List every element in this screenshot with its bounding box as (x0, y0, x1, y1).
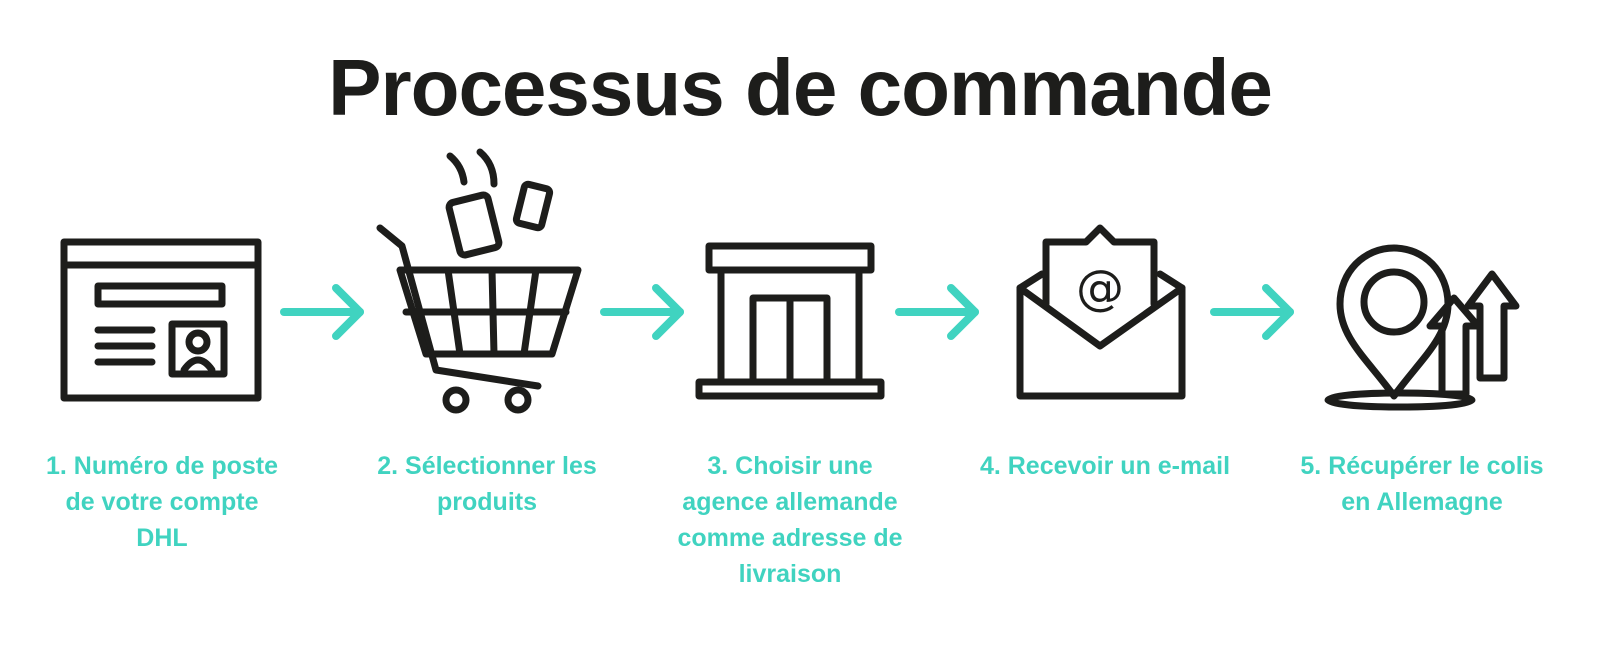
arrow-right-icon (600, 284, 684, 340)
shopping-cart-icon (376, 148, 582, 414)
arrow-right-icon (895, 284, 979, 340)
arrow-right-icon (1210, 284, 1294, 340)
step-2-label: 2. Sélectionner les produits (377, 452, 597, 516)
building-icon (695, 242, 885, 400)
step-4-label: 4. Recevoir un e-mail (979, 452, 1231, 480)
step-5-label: 5. Récupérer le colis en Allemagne (1300, 452, 1544, 516)
arrow-right-icon (280, 284, 364, 340)
at-symbol: @ (1076, 260, 1124, 316)
email-envelope-icon: @ (1016, 224, 1186, 400)
page-title: Processus de commande (328, 43, 1273, 132)
step-3-label: 3. Choisir une agence allemande comme ad… (677, 452, 903, 588)
location-pin-icon (1324, 244, 1520, 411)
account-form-icon (60, 238, 262, 402)
step-1-label: 1. Numéro de poste de votre compte DHL (46, 452, 278, 552)
